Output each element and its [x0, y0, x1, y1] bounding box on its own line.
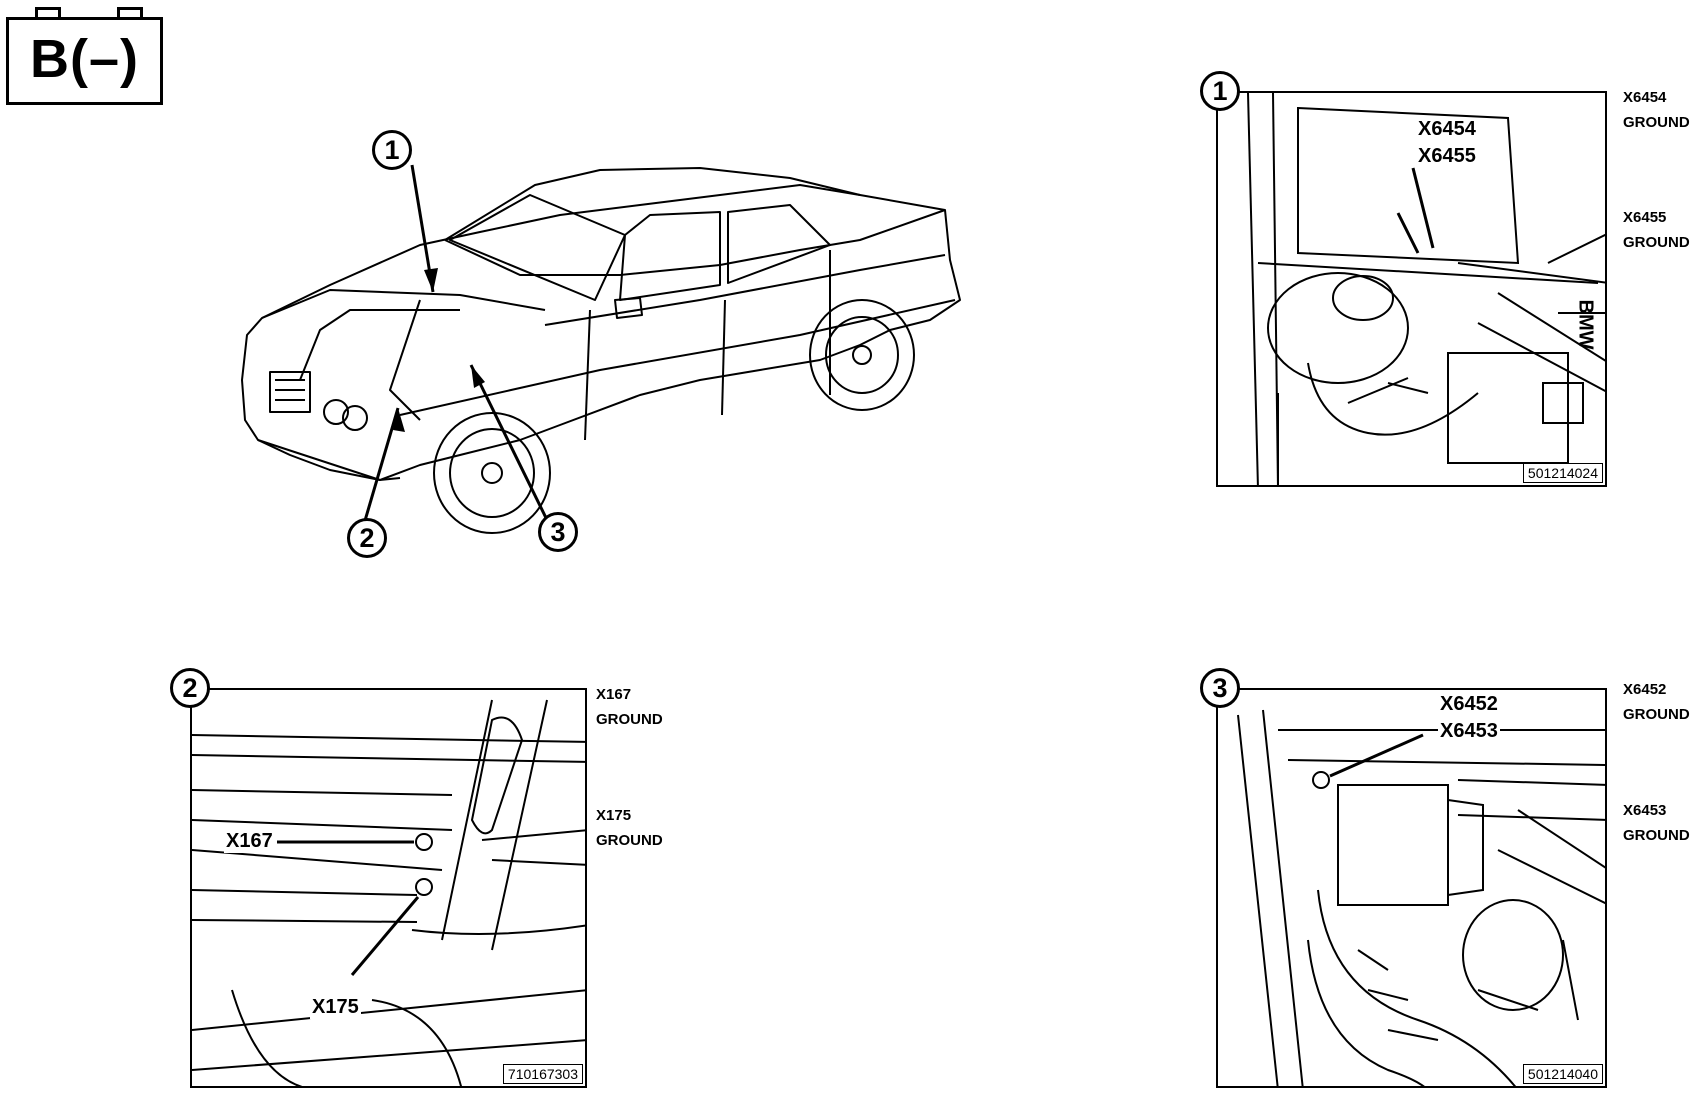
detail-panel-1: X6454 X6455 BMW 501214024 [1216, 91, 1607, 487]
panel2-ref-code: 710167303 [502, 1064, 583, 1084]
panel3-label-x6452: X6452 GROUND [1623, 677, 1690, 727]
x167-code: X167 [596, 686, 632, 703]
panel2-callout-x167: X167 [224, 830, 275, 853]
overview-marker-3: 3 [538, 512, 578, 552]
panel1-label-x6454: X6454 GROUND [1623, 85, 1690, 135]
panel2-label-x175: X175 GROUND [596, 803, 663, 853]
x6454-code: X6454 [1623, 89, 1667, 106]
panel1-marker: 1 [1200, 71, 1240, 111]
x6452-code: X6452 [1623, 681, 1667, 698]
x6455-code: X6455 [1623, 209, 1667, 226]
x6453-code: X6453 [1623, 802, 1667, 819]
overview-marker-2: 2 [347, 518, 387, 558]
detail-panel-3: X6452 X6453 501214040 [1216, 688, 1607, 1088]
detail-panel-2: X167 X175 710167303 [190, 688, 587, 1088]
x175-desc: GROUND [596, 832, 663, 849]
panel2-callout-x175: X175 [310, 996, 361, 1019]
battery-terminal-left [35, 7, 61, 20]
panel1-ref-code: 501214024 [1522, 463, 1603, 483]
battery-negative-badge: B(–) [6, 7, 163, 105]
x6452-desc: GROUND [1623, 706, 1690, 723]
x167-desc: GROUND [596, 711, 663, 728]
x175-code: X175 [596, 807, 632, 824]
engine-bay-drawing-2 [192, 699, 585, 1086]
panel2-marker: 2 [170, 668, 210, 708]
x6455-desc: GROUND [1623, 234, 1690, 251]
x6453-desc: GROUND [1623, 827, 1690, 844]
panel1-callout-x6454: X6454 [1416, 118, 1478, 141]
panel3-ref-code: 501214040 [1522, 1064, 1603, 1084]
panel1-label-x6455: X6455 GROUND [1623, 205, 1690, 255]
panel1-callout-x6455: X6455 [1416, 145, 1478, 168]
engine-bay-drawing-3 [1237, 709, 1605, 1086]
badge-label: B(–) [30, 29, 139, 89]
engine-bay-drawing-1 [1247, 93, 1605, 485]
panel3-callout-x6452: X6452 [1438, 693, 1500, 716]
panel3-marker: 3 [1200, 668, 1240, 708]
panel1-brand-text: BMW [1574, 299, 1597, 350]
battery-terminal-right [117, 7, 143, 20]
panel3-label-x6453: X6453 GROUND [1623, 798, 1690, 848]
panel3-callout-x6453: X6453 [1438, 720, 1500, 743]
x6454-desc: GROUND [1623, 114, 1690, 131]
panel2-label-x167: X167 GROUND [596, 682, 663, 732]
overview-marker-1: 1 [372, 130, 412, 170]
